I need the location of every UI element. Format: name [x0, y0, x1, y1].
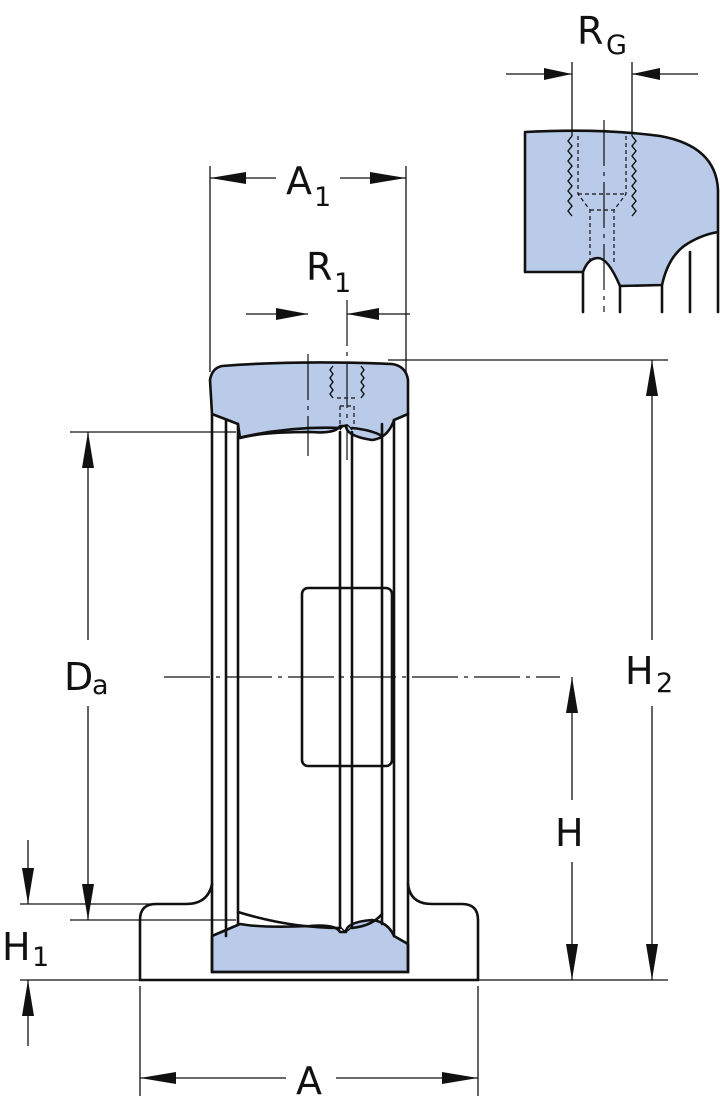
label-Da: D — [64, 655, 93, 699]
detail-section-fill — [523, 129, 720, 288]
label-R1: R — [306, 245, 332, 289]
bottom-section-fill — [210, 918, 410, 974]
label-RG-sub: G — [606, 30, 627, 61]
label-A1: A — [286, 159, 312, 203]
thread-right — [631, 135, 637, 217]
main-view: A 1 R 1 H 2 H D a — [2, 159, 673, 1103]
base-foot — [138, 882, 480, 982]
label-H2-sub: 2 — [656, 668, 673, 699]
label-H1: H — [2, 925, 31, 969]
label-Da-sub: a — [92, 670, 109, 701]
label-H: H — [555, 811, 584, 855]
label-A1-sub: 1 — [314, 182, 331, 213]
label-H2: H — [625, 649, 654, 693]
label-A: A — [296, 1059, 322, 1103]
label-H1-sub: 1 — [32, 942, 49, 973]
detail-view: R G — [506, 9, 720, 314]
label-RG: R — [577, 9, 603, 53]
thread-left — [567, 135, 573, 217]
label-R1-sub: 1 — [334, 268, 351, 299]
